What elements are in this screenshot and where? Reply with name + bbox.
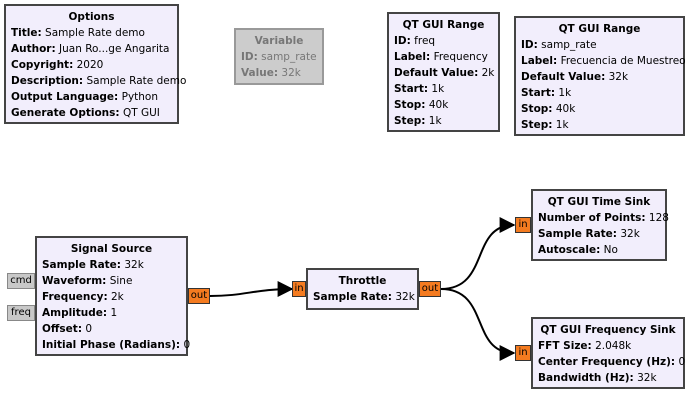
param-sample-rate: Sample Rate: 32k bbox=[42, 259, 144, 271]
param-amplitude: Amplitude: 1 bbox=[42, 307, 118, 319]
param-output-language: Output Language: Python bbox=[11, 91, 159, 103]
param-frequency: Frequency: 2k bbox=[42, 291, 124, 303]
signal-source-out-port[interactable]: out bbox=[188, 288, 210, 304]
throttle-block[interactable]: Throttle Sample Rate: 32k bbox=[306, 268, 419, 310]
param-title: Title: Sample Rate demo bbox=[11, 27, 145, 39]
param-description: Description: Sample Rate demo bbox=[11, 75, 187, 87]
param-value: Value: 32k bbox=[241, 67, 301, 79]
block-title: QT GUI Time Sink bbox=[547, 196, 651, 208]
param-number-of-points: Number of Points: 128 bbox=[538, 212, 669, 224]
param-waveform: Waveform: Sine bbox=[42, 275, 133, 287]
throttle-out-port[interactable]: out bbox=[419, 281, 441, 297]
param-autoscale: Autoscale: No bbox=[538, 244, 618, 256]
param-id: ID: samp_rate bbox=[521, 39, 597, 51]
param-default-value: Default Value: 2k bbox=[394, 67, 495, 79]
wire-source-to-throttle bbox=[209, 281, 294, 298]
block-title: Signal Source bbox=[70, 243, 153, 255]
param-sample-rate: Sample Rate: 32k bbox=[313, 291, 415, 303]
param-author: Author: Juan Ro...ge Angarita bbox=[11, 43, 170, 55]
param-label: Label: Frecuencia de Muestreo bbox=[521, 55, 686, 67]
param-bandwidth: Bandwidth (Hz): 32k bbox=[538, 372, 657, 384]
param-initial-phase: Initial Phase (Radians): 0 bbox=[42, 339, 191, 351]
param-generate-options: Generate Options: QT GUI bbox=[11, 107, 160, 119]
block-title: QT GUI Range bbox=[402, 19, 485, 31]
freq-sink-in-port[interactable]: in bbox=[515, 345, 531, 361]
signal-source-freq-port[interactable]: freq bbox=[7, 305, 35, 321]
param-id: ID: samp_rate bbox=[241, 51, 317, 63]
qt-gui-range-freq-block[interactable]: QT GUI Range ID: freq Label: Frequency D… bbox=[387, 12, 500, 132]
param-default-value: Default Value: 32k bbox=[521, 71, 629, 83]
wire-throttle-to-time-sink bbox=[440, 217, 516, 290]
qt-gui-frequency-sink-block[interactable]: QT GUI Frequency Sink FFT Size: 2.048k C… bbox=[531, 317, 685, 389]
param-stop: Stop: 40k bbox=[394, 99, 449, 111]
options-block[interactable]: Options Title: Sample Rate demo Author: … bbox=[4, 4, 187, 124]
block-title: QT GUI Range bbox=[558, 23, 641, 35]
signal-source-cmd-port[interactable]: cmd bbox=[7, 273, 35, 289]
param-id: ID: freq bbox=[394, 35, 436, 47]
time-sink-in-port[interactable]: in bbox=[515, 217, 531, 233]
throttle-in-port[interactable]: in bbox=[292, 281, 306, 297]
param-center-frequency: Center Frequency (Hz): 0 bbox=[538, 356, 686, 368]
wire-throttle-to-freq-sink bbox=[440, 288, 516, 361]
variable-block[interactable]: Variable ID: samp_rate Value: 32k bbox=[234, 28, 324, 85]
param-step: Step: 1k bbox=[521, 119, 569, 131]
block-title: Throttle bbox=[338, 275, 387, 287]
qt-gui-time-sink-block[interactable]: QT GUI Time Sink Number of Points: 128 S… bbox=[531, 189, 669, 261]
param-offset: Offset: 0 bbox=[42, 323, 93, 335]
param-start: Start: 1k bbox=[521, 87, 572, 99]
param-fft-size: FFT Size: 2.048k bbox=[538, 340, 632, 352]
block-title: Options bbox=[68, 11, 115, 23]
param-stop: Stop: 40k bbox=[521, 103, 576, 115]
param-copyright: Copyright: 2020 bbox=[11, 59, 104, 71]
param-step: Step: 1k bbox=[394, 115, 442, 127]
block-title: QT GUI Frequency Sink bbox=[540, 324, 676, 336]
param-label: Label: Frequency bbox=[394, 51, 488, 63]
signal-source-block[interactable]: Signal Source Sample Rate: 32k Waveform:… bbox=[35, 236, 191, 356]
param-sample-rate: Sample Rate: 32k bbox=[538, 228, 640, 240]
param-start: Start: 1k bbox=[394, 83, 445, 95]
qt-gui-range-samp-rate-block[interactable]: QT GUI Range ID: samp_rate Label: Frecue… bbox=[514, 16, 686, 136]
block-title: Variable bbox=[254, 35, 304, 47]
